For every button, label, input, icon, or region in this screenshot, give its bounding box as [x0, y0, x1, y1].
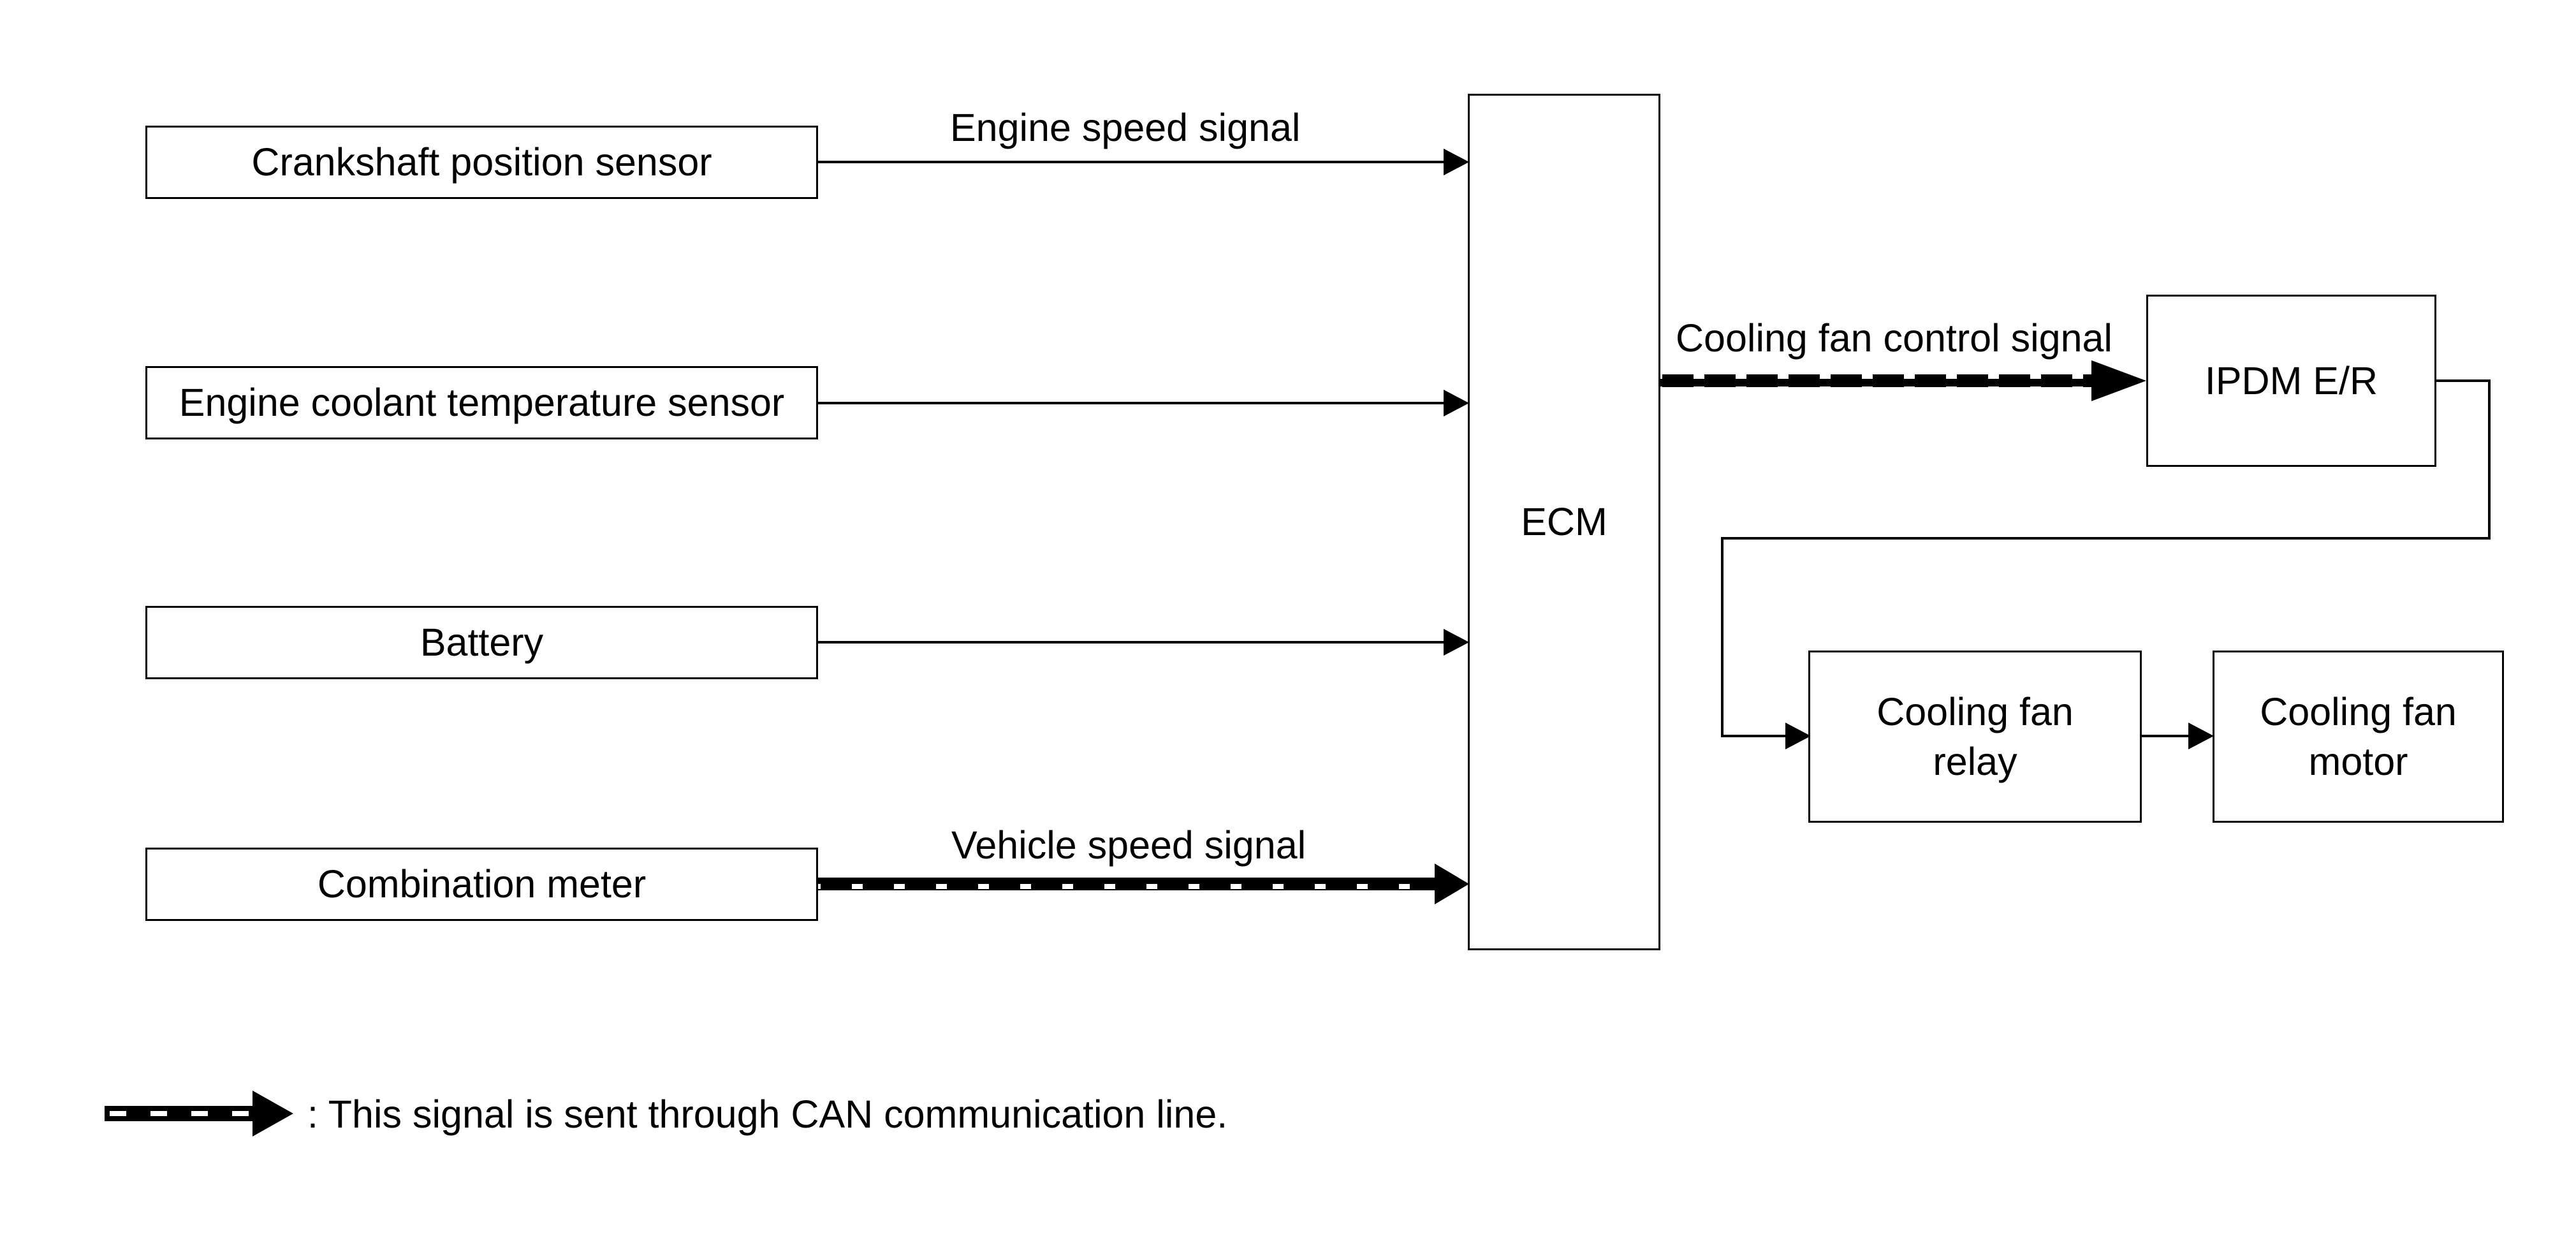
cooling-fan-control-can-line: [1659, 374, 2093, 387]
engine-speed-arrowhead: [1444, 149, 1469, 175]
legend-can-dash: [150, 1111, 167, 1116]
battery-box: Battery: [145, 606, 818, 679]
vehicle-speed-signal-label: Vehicle speed signal: [951, 823, 1306, 867]
vehicle-speed-arrowhead: [1435, 864, 1469, 904]
legend-can-dash: [232, 1111, 249, 1116]
ipdm-er-box: IPDM E/R: [2146, 295, 2436, 467]
legend-can-arrowhead: [252, 1091, 293, 1137]
relay-to-motor-arrowhead: [2188, 723, 2214, 749]
engine-coolant-temperature-sensor-box: Engine coolant temperature sensor: [145, 366, 818, 439]
combination-meter-box: Combination meter: [145, 848, 818, 921]
legend-can-dash: [110, 1111, 126, 1116]
vehicle-speed-can-line: [817, 878, 1436, 890]
cooling-fan-relay-box: Cooling fan relay: [1808, 651, 2142, 823]
cooling-fan-control-signal-label: Cooling fan control signal: [1676, 316, 2112, 360]
engine-speed-signal-label: Engine speed signal: [950, 106, 1301, 149]
legend-can-dash: [191, 1111, 208, 1116]
crankshaft-position-sensor-box: Crankshaft position sensor: [145, 126, 818, 199]
ipdm-to-relay-arrowhead: [1785, 723, 1811, 749]
coolant-arrowhead: [1444, 390, 1469, 416]
ipdm-to-relay-line: [1721, 379, 2491, 737]
cooling-fan-motor-box: Cooling fan motor: [2213, 651, 2504, 823]
battery-arrowhead: [1444, 629, 1469, 656]
legend-can-line: [105, 1106, 254, 1121]
cooling-fan-control-arrowhead: [2091, 360, 2146, 401]
legend-text: : This signal is sent through CAN commun…: [307, 1093, 1228, 1136]
ecm-box: ECM: [1468, 94, 1660, 950]
